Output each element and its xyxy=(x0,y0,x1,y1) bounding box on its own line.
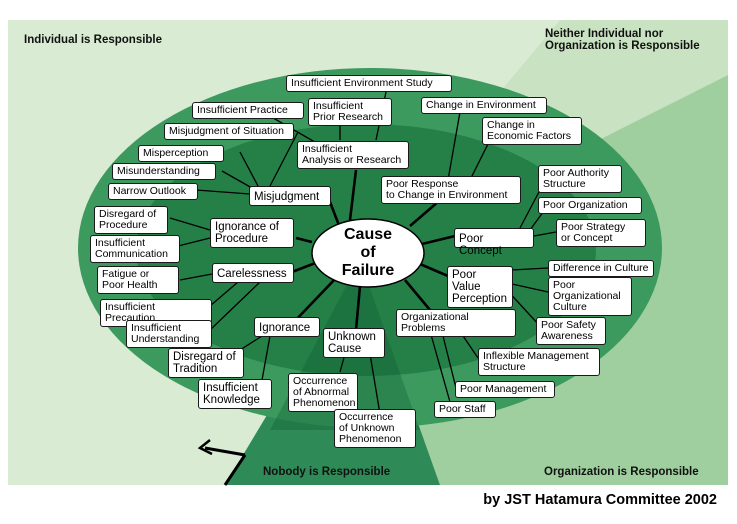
box-poor-value-perception: Poor Value Perception xyxy=(447,266,513,308)
box-poor-authority-structure: Poor Authority Structure xyxy=(538,165,622,193)
box-poor-safety-awareness: Poor Safety Awareness xyxy=(536,317,606,345)
box-misjudgment: Misjudgment xyxy=(249,186,331,206)
box-change-in-environment: Change in Environment xyxy=(421,97,547,114)
box-insufficient-communication: Insufficient Communication xyxy=(90,235,180,263)
arrow-icon xyxy=(197,439,247,486)
box-insufficient-environment-study: Insufficient Environment Study xyxy=(286,75,452,92)
box-change-in-economic-factors: Change in Economic Factors xyxy=(482,117,582,145)
box-insufficient-prior-research: Insufficient Prior Research xyxy=(308,98,392,126)
box-poor-response: Poor Response to Change in Environment xyxy=(381,176,521,204)
box-insufficient-practice: Insufficient Practice xyxy=(192,102,304,119)
center-ellipse xyxy=(311,218,425,288)
box-poor-strategy: Poor Strategy or Concept xyxy=(556,219,646,247)
box-poor-concept: Poor Concept xyxy=(454,228,534,257)
box-poor-staff: Poor Staff xyxy=(434,401,496,418)
box-misjudgment-of-situation: Misjudgment of Situation xyxy=(164,123,294,140)
box-misunderstanding: Misunderstanding xyxy=(112,163,216,180)
box-fatigue: Fatigue or Poor Health xyxy=(97,266,179,294)
box-insufficient-knowledge: Insufficient Knowledge xyxy=(198,379,272,409)
box-poor-organization: Poor Organization xyxy=(538,197,642,214)
box-ignorance-of-procedure: Ignorance of Procedure xyxy=(210,218,294,248)
box-disregard-of-tradition: Disregard of Tradition xyxy=(168,348,244,378)
box-poor-management: Poor Management xyxy=(455,381,555,398)
box-ignorance: Ignorance xyxy=(254,317,320,337)
box-insufficient-analysis: Insufficient Analysis or Research xyxy=(297,141,409,169)
box-difference-in-culture: Difference in Culture xyxy=(548,260,654,277)
box-inflexible-management: Inflexible Management Structure xyxy=(478,348,600,376)
box-organizational-problems: Organizational Problems xyxy=(396,309,516,337)
region-label-individual: Individual is Responsible xyxy=(24,34,163,46)
box-unknown-cause: Unknown Cause xyxy=(323,328,385,358)
center-label: Cause of Failure xyxy=(341,226,395,279)
box-poor-organizational-culture: Poor Organizational Culture xyxy=(548,277,632,316)
box-occurrence-abnormal: Occurrence of Abnormal Phenomenon xyxy=(288,373,358,412)
region-label-organization: Organization is Responsible xyxy=(544,466,699,478)
box-occurrence-unknown: Occurrence of Unknown Phenomenon xyxy=(334,409,416,448)
box-insufficient-understanding: Insufficient Understanding xyxy=(126,320,212,348)
box-misperception: Misperception xyxy=(138,145,224,162)
credit-line: by JST Hatamura Committee 2002 xyxy=(483,492,717,508)
box-narrow-outlook: Narrow Outlook xyxy=(108,183,198,200)
box-carelessness: Carelessness xyxy=(212,263,294,283)
box-disregard-of-procedure: Disregard of Procedure xyxy=(94,206,168,234)
region-label-nobody: Nobody is Responsible xyxy=(263,466,391,478)
region-label-neither: Neither Individual nor Organization is R… xyxy=(545,28,700,52)
